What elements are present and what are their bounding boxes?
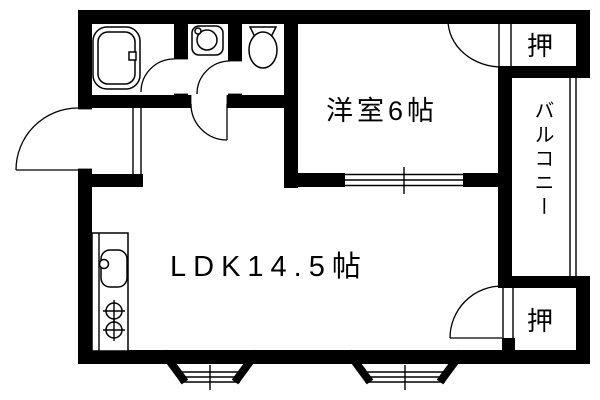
wall-entrance-stub [88, 174, 143, 187]
washbasin-icon [191, 25, 224, 56]
wall-washroom-toilet [228, 24, 242, 60]
wall-closet-stub [502, 338, 515, 351]
balcony-railing [569, 78, 577, 286]
upper-closet-door-icon [447, 18, 512, 68]
wall-bath-bottom [88, 95, 190, 108]
toilet-icon [248, 26, 278, 69]
toilet-door-icon [196, 60, 242, 96]
stove-burner-icon [103, 300, 125, 341]
wall-westernroom-ldk-left [284, 173, 345, 187]
western-room-label: 洋室6帖 [326, 96, 439, 126]
balcony-label: バルコニー [531, 100, 553, 220]
ldk-label: LDK14.5帖 [170, 251, 368, 283]
bathroom-door-icon [140, 58, 188, 96]
wall-right-lower [576, 286, 590, 364]
wall-bath-washroom [174, 24, 188, 58]
bay-window-right-icon [344, 349, 466, 390]
bay-window-left-icon [159, 349, 261, 390]
bathtub-icon [92, 26, 141, 90]
wall-top [78, 10, 590, 24]
wall-left-lower [78, 170, 92, 364]
lower-closet-door-icon [449, 285, 514, 339]
kitchen-sink-icon [98, 249, 128, 288]
entrance-door-icon [15, 107, 92, 171]
wall-balcony-top [498, 66, 590, 78]
wall-balcony-bottom [498, 276, 590, 288]
entrance-partition [132, 108, 142, 174]
western-room-sliding-door-icon [345, 167, 463, 194]
closet-upper-label: 押 [527, 31, 554, 61]
wall-westernroom-ldk-right [463, 173, 512, 187]
wall-right-upper [576, 10, 590, 78]
washroom-door-icon [189, 95, 229, 141]
wall-left-upper [78, 10, 92, 108]
wall-toilet-bottom [228, 95, 298, 108]
closet-lower-label: 押 [527, 306, 554, 336]
